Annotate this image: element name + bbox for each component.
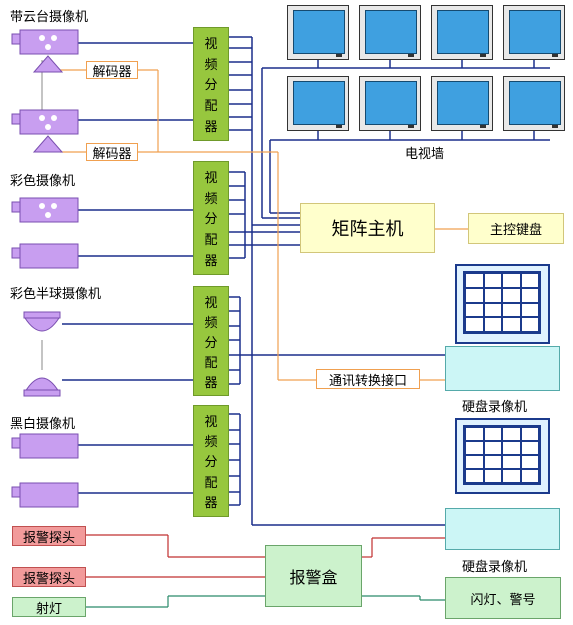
bw-camera-label: 黑白摄像机: [10, 417, 76, 432]
video-distributor: 视 频 分 配 器: [193, 161, 229, 275]
dvr-label-2: 硬盘录像机: [462, 560, 528, 575]
ptz-camera-icon: [11, 29, 79, 73]
video-distributor: 视 频 分 配 器: [193, 405, 229, 517]
tv-monitor: [359, 5, 421, 60]
tv-monitor: [503, 5, 565, 60]
main-keyboard: 主控键盘: [468, 213, 564, 244]
distributor-char: 分: [204, 212, 218, 228]
decoder-box: 解码器: [86, 61, 138, 80]
distributor-char: 分: [204, 335, 218, 351]
distributor-char: 视: [204, 414, 218, 430]
spotlight: 射灯: [12, 597, 86, 617]
tv-monitor: [431, 76, 493, 131]
color-camera-icon: [11, 243, 79, 269]
distributor-char: 配: [204, 99, 218, 115]
alarm-detector: 报警探头: [12, 526, 86, 546]
distributor-char: 配: [204, 233, 218, 249]
dome-camera-icon: [23, 377, 61, 397]
comm-interface: 通讯转换接口: [316, 369, 420, 389]
distributor-char: 器: [204, 375, 218, 391]
tv-monitor: [287, 76, 349, 131]
distributor-char: 器: [204, 120, 218, 136]
color-dome-camera-label: 彩色半球摄像机: [10, 287, 102, 302]
distributor-char: 频: [204, 435, 218, 451]
distributor-char: 配: [204, 355, 218, 371]
tv-monitor: [431, 5, 493, 60]
distributor-char: 分: [204, 78, 218, 94]
tv-wall-label: 电视墙: [405, 147, 445, 162]
alarm-detector: 报警探头: [12, 567, 86, 587]
tv-monitor: [503, 76, 565, 131]
dvr-label-1: 硬盘录像机: [462, 400, 528, 415]
distributor-char: 视: [204, 295, 218, 311]
matrix-host: 矩阵主机: [300, 203, 435, 253]
ptz-camera-label: 带云台摄像机: [10, 10, 89, 25]
distributor-char: 配: [204, 475, 218, 491]
distributor-char: 分: [204, 455, 218, 471]
alarm-box: 报警盒: [265, 545, 362, 607]
flash-siren: 闪灯、警号: [445, 577, 561, 619]
color-camera-icon: [11, 197, 79, 223]
dome-camera-icon: [23, 311, 61, 332]
tv-monitor: [359, 76, 421, 131]
distributor-char: 器: [204, 496, 218, 512]
distributor-char: 视: [204, 170, 218, 186]
distributor-char: 视: [204, 36, 218, 52]
color-camera-label: 彩色摄像机: [10, 174, 76, 189]
distributor-char: 频: [204, 57, 218, 73]
distributor-char: 频: [204, 191, 218, 207]
video-distributor: 视 频 分 配 器: [193, 286, 229, 396]
tv-monitor: [287, 5, 349, 60]
ptz-camera-icon: [11, 109, 79, 153]
decoder-box: 解码器: [86, 143, 138, 162]
video-distributor: 视 频 分 配 器: [193, 27, 229, 141]
dvr-unit: [445, 508, 560, 550]
dvr-screen-grid: [463, 425, 541, 485]
bw-camera-icon: [11, 482, 79, 508]
dvr-screen-grid: [463, 271, 541, 334]
distributor-char: 器: [204, 254, 218, 270]
dvr-unit: [445, 346, 560, 391]
distributor-char: 频: [204, 315, 218, 331]
bw-camera-icon: [11, 433, 79, 459]
